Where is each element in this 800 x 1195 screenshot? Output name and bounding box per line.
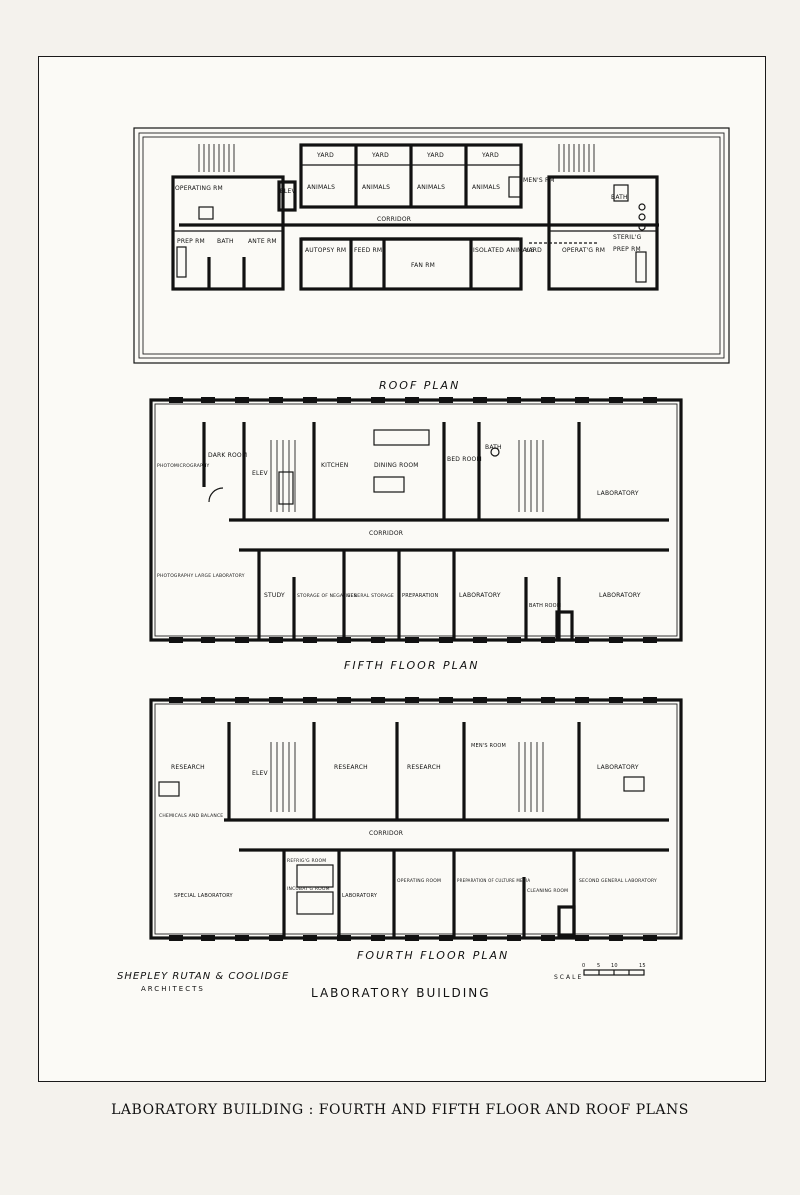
roof-yard-4: YARD xyxy=(481,152,499,159)
scale-label: SCALE xyxy=(554,974,583,981)
f4-refrig-room: REFRIG'G ROOM xyxy=(287,858,326,864)
title-block: SHEPLEY RUTAN & COOLIDGE ARCHITECTS LABO… xyxy=(117,963,646,1000)
f4-research-mid: RESEARCH xyxy=(334,764,368,771)
roof-plan: YARD YARD YARD YARD ANIMALS ANIMALS ANIM… xyxy=(133,127,730,392)
f4-incubat-room: INCUBAT'G ROOM xyxy=(287,886,330,892)
roof-corridor: CORRIDOR xyxy=(377,216,411,223)
f4-laboratory-ne: LABORATORY xyxy=(597,764,639,771)
f4-second-general-lab: SECOND GENERAL LABORATORY xyxy=(579,878,657,884)
f5-preparation: PREPARATION xyxy=(402,593,439,599)
roof-ante-rm: ANTE RM xyxy=(248,238,277,245)
f5-bath-room: BATH ROOM xyxy=(529,603,561,609)
f5-dark-room: DARK ROOM xyxy=(208,452,247,459)
f5-bath: BATH xyxy=(485,444,502,451)
architects-label: ARCHITECTS xyxy=(141,985,205,993)
f5-laboratory-mid: LABORATORY xyxy=(459,592,501,599)
f5-laboratory-se: LABORATORY xyxy=(599,592,641,599)
roof-autopsy-rm: AUTOPSY RM xyxy=(305,247,346,254)
scale-tick-0: 0 xyxy=(582,963,585,969)
fifth-floor-plan: PHOTOMICROGRAPHY DARK ROOM ELEV KITCHEN … xyxy=(149,397,683,672)
roof-yard-1: YARD xyxy=(316,152,334,159)
roof-animals-4: ANIMALS xyxy=(472,184,500,191)
roof-plan-title: ROOF PLAN xyxy=(379,379,460,392)
roof-feed-rm: FEED RM xyxy=(354,247,382,254)
roof-yard-2: YARD xyxy=(371,152,389,159)
f5-kitchen: KITCHEN xyxy=(321,462,348,469)
scale-tick-5: 5 xyxy=(597,963,600,969)
f5-corridor: CORRIDOR xyxy=(369,530,403,537)
drawing-plate: YARD YARD YARD YARD ANIMALS ANIMALS ANIM… xyxy=(38,56,766,1082)
roof-bath-left: BATH xyxy=(217,238,234,245)
roof-operating-rm: OPERATING RM xyxy=(175,185,223,192)
f5-general-storage: GENERAL STORAGE xyxy=(347,593,394,599)
f5-dining-room: DINING ROOM xyxy=(374,462,419,469)
roof-yard-5: YARD xyxy=(524,247,542,254)
f4-prep-culture: PREPARATION OF CULTURE MEDIA xyxy=(457,878,530,883)
f4-laboratory-s: LABORATORY xyxy=(342,893,378,899)
scale-bar: 0 5 10 15 xyxy=(582,963,646,976)
f5-study: STUDY xyxy=(264,592,285,599)
f5-elev: ELEV xyxy=(252,470,269,477)
roof-yard-3: YARD xyxy=(426,152,444,159)
fourth-floor-plan: RESEARCH ELEV RESEARCH RESEARCH MEN'S RO… xyxy=(149,697,683,962)
f4-special-lab: SPECIAL LABORATORY xyxy=(174,893,234,899)
fourth-floor-title: FOURTH FLOOR PLAN xyxy=(357,949,509,962)
scale-tick-15: 15 xyxy=(639,963,646,969)
fifth-floor-title: FIFTH FLOOR PLAN xyxy=(344,659,479,672)
f5-storage-negatives: STORAGE OF NEGATIVES xyxy=(297,593,357,599)
f4-operating-room: OPERATING ROOM xyxy=(397,878,441,884)
roof-bath-right: BATH xyxy=(611,194,628,201)
f5-photography-lab: PHOTOGRAPHY LARGE LABORATORY xyxy=(157,573,245,579)
f4-research-left: RESEARCH xyxy=(171,764,205,771)
roof-elev: ELEV xyxy=(280,188,297,195)
roof-prep-rm-right: PREP RM xyxy=(613,246,641,253)
f4-elev: ELEV xyxy=(252,770,269,777)
roof-fan-rm: FAN RM xyxy=(411,262,435,269)
roof-animals-1: ANIMALS xyxy=(307,184,335,191)
scale-tick-10: 10 xyxy=(611,963,618,969)
f5-bed-room: BED ROOM xyxy=(447,456,482,463)
f5-laboratory-right: LABORATORY xyxy=(597,490,639,497)
roof-animals-2: ANIMALS xyxy=(362,184,390,191)
f4-mens-room: MEN'S ROOM xyxy=(471,743,506,749)
f4-corridor: CORRIDOR xyxy=(369,830,403,837)
page-caption: LABORATORY BUILDING : FOURTH AND FIFTH F… xyxy=(111,1102,689,1118)
f5-photomicrography: PHOTOMICROGRAPHY xyxy=(157,463,210,469)
f4-cleaning-room: CLEANING ROOM xyxy=(527,888,568,894)
architects-name: SHEPLEY RUTAN & COOLIDGE xyxy=(117,971,289,982)
roof-isolated-animals: ISOLATED ANIMALS xyxy=(473,247,534,254)
building-title: LABORATORY BUILDING xyxy=(311,986,491,1000)
roof-sterilg: STERIL'G xyxy=(613,234,642,241)
roof-operatg-rm: OPERAT'G RM xyxy=(562,247,605,254)
floor-plans-drawing: YARD YARD YARD YARD ANIMALS ANIMALS ANIM… xyxy=(117,127,730,1000)
roof-mens-rm: MEN'S RM xyxy=(523,177,555,184)
f4-chemicals-balance: CHEMICALS AND BALANCE xyxy=(159,813,223,819)
roof-animals-3: ANIMALS xyxy=(417,184,445,191)
f4-research-mid2: RESEARCH xyxy=(407,764,441,771)
roof-prep-rm-left: PREP RM xyxy=(177,238,205,245)
